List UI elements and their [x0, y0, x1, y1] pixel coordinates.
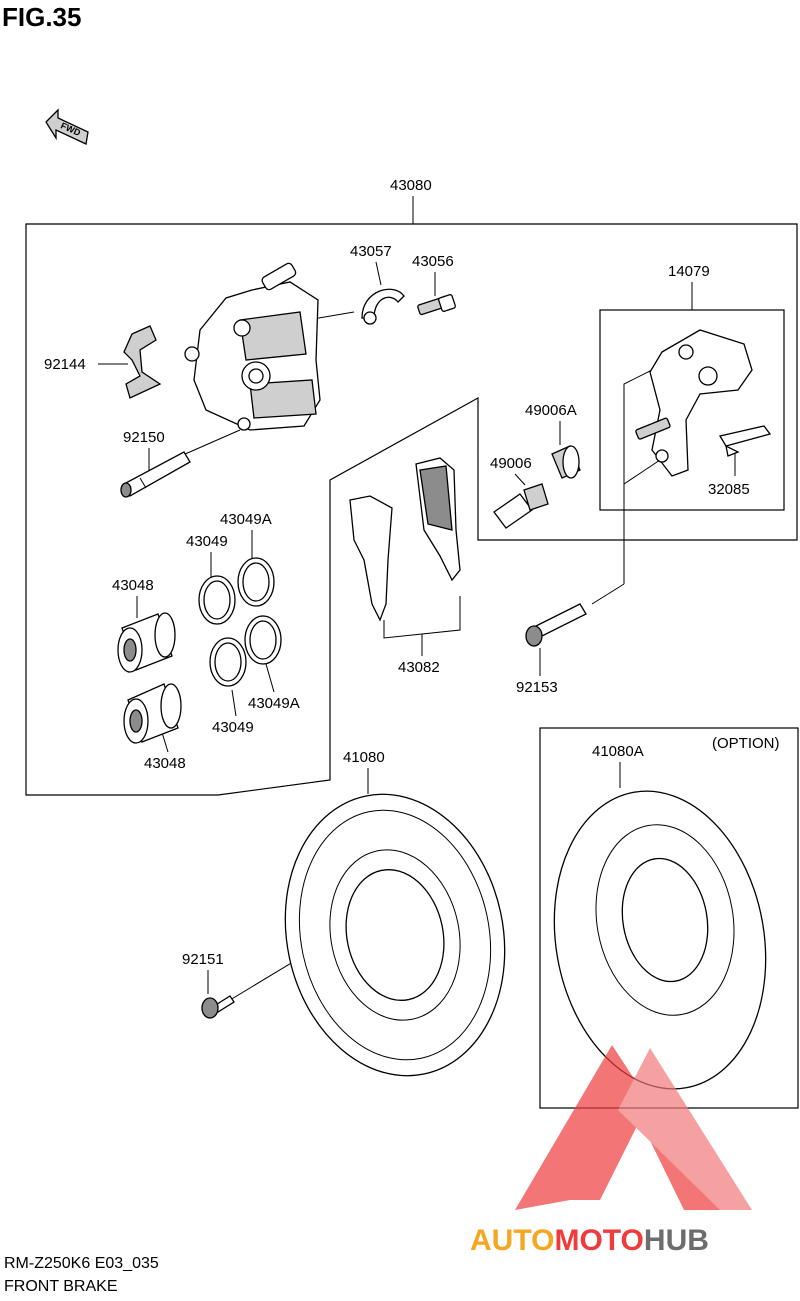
pad-retainer-32085	[718, 425, 772, 457]
bolt-92151	[201, 995, 235, 1019]
label-92144: 92144	[44, 356, 86, 373]
label-43048-top: 43048	[112, 577, 154, 594]
label-32085: 32085	[708, 481, 750, 498]
watermark-moto: MOTO	[554, 1224, 643, 1257]
fwd-arrow-icon: FWD	[45, 108, 89, 145]
watermark-text: AUTOMOTOHUB	[470, 1224, 709, 1257]
bleed-valve-43056	[417, 294, 456, 316]
watermark-hub: HUB	[644, 1224, 709, 1257]
caliper-assembly-outline	[25, 223, 798, 796]
label-41080: 41080	[343, 749, 385, 766]
bleed-cap-43057	[361, 288, 405, 325]
label-49006a: 49006A	[525, 402, 577, 419]
label-43057: 43057	[350, 243, 392, 260]
figure-title: FIG.35	[2, 2, 82, 32]
piston-seal-43049-bottom	[209, 637, 247, 687]
label-43049a-bottom: 43049A	[248, 695, 300, 712]
option-label: (OPTION)	[712, 735, 780, 752]
piston-seal-43049a-top	[237, 557, 275, 607]
piston-43048-top	[117, 612, 176, 673]
label-43049a-top: 43049A	[220, 511, 272, 528]
pad-pin-92150	[120, 451, 191, 498]
piston-43048-bottom	[123, 683, 182, 744]
brake-disc-41080a-option	[553, 790, 767, 1090]
pad-spring-92144	[123, 325, 162, 399]
footer-model-code: RM-Z250K6 E03_035	[4, 1255, 159, 1272]
boot-49006a	[551, 445, 581, 479]
brake-pad-43082-left	[349, 495, 393, 622]
piston-seal-43049a-bottom	[244, 615, 282, 665]
footer-section-name: FRONT BRAKE	[4, 1278, 118, 1295]
piston-seal-43049-top	[198, 575, 236, 625]
label-43082: 43082	[398, 659, 440, 676]
caliper-body	[184, 262, 321, 431]
label-14079: 14079	[668, 263, 710, 280]
brake-disc-41080	[284, 793, 506, 1077]
label-43080: 43080	[390, 177, 432, 194]
label-41080a: 41080A	[592, 743, 644, 760]
label-43056: 43056	[412, 253, 454, 270]
label-92151: 92151	[182, 951, 224, 968]
brake-pad-43082-right	[415, 457, 461, 582]
caliper-bracket-14079	[635, 329, 753, 477]
label-43048-bottom: 43048	[144, 755, 186, 772]
label-92150: 92150	[123, 429, 165, 446]
label-49006: 49006	[490, 455, 532, 472]
watermark-logo	[515, 1045, 752, 1210]
boot-49006	[493, 483, 549, 529]
label-43049-bottom: 43049	[212, 719, 254, 736]
label-92153: 92153	[516, 679, 558, 696]
watermark-auto: AUTO	[470, 1224, 554, 1257]
label-43049-top: 43049	[186, 533, 228, 550]
bolt-92153	[525, 603, 587, 647]
